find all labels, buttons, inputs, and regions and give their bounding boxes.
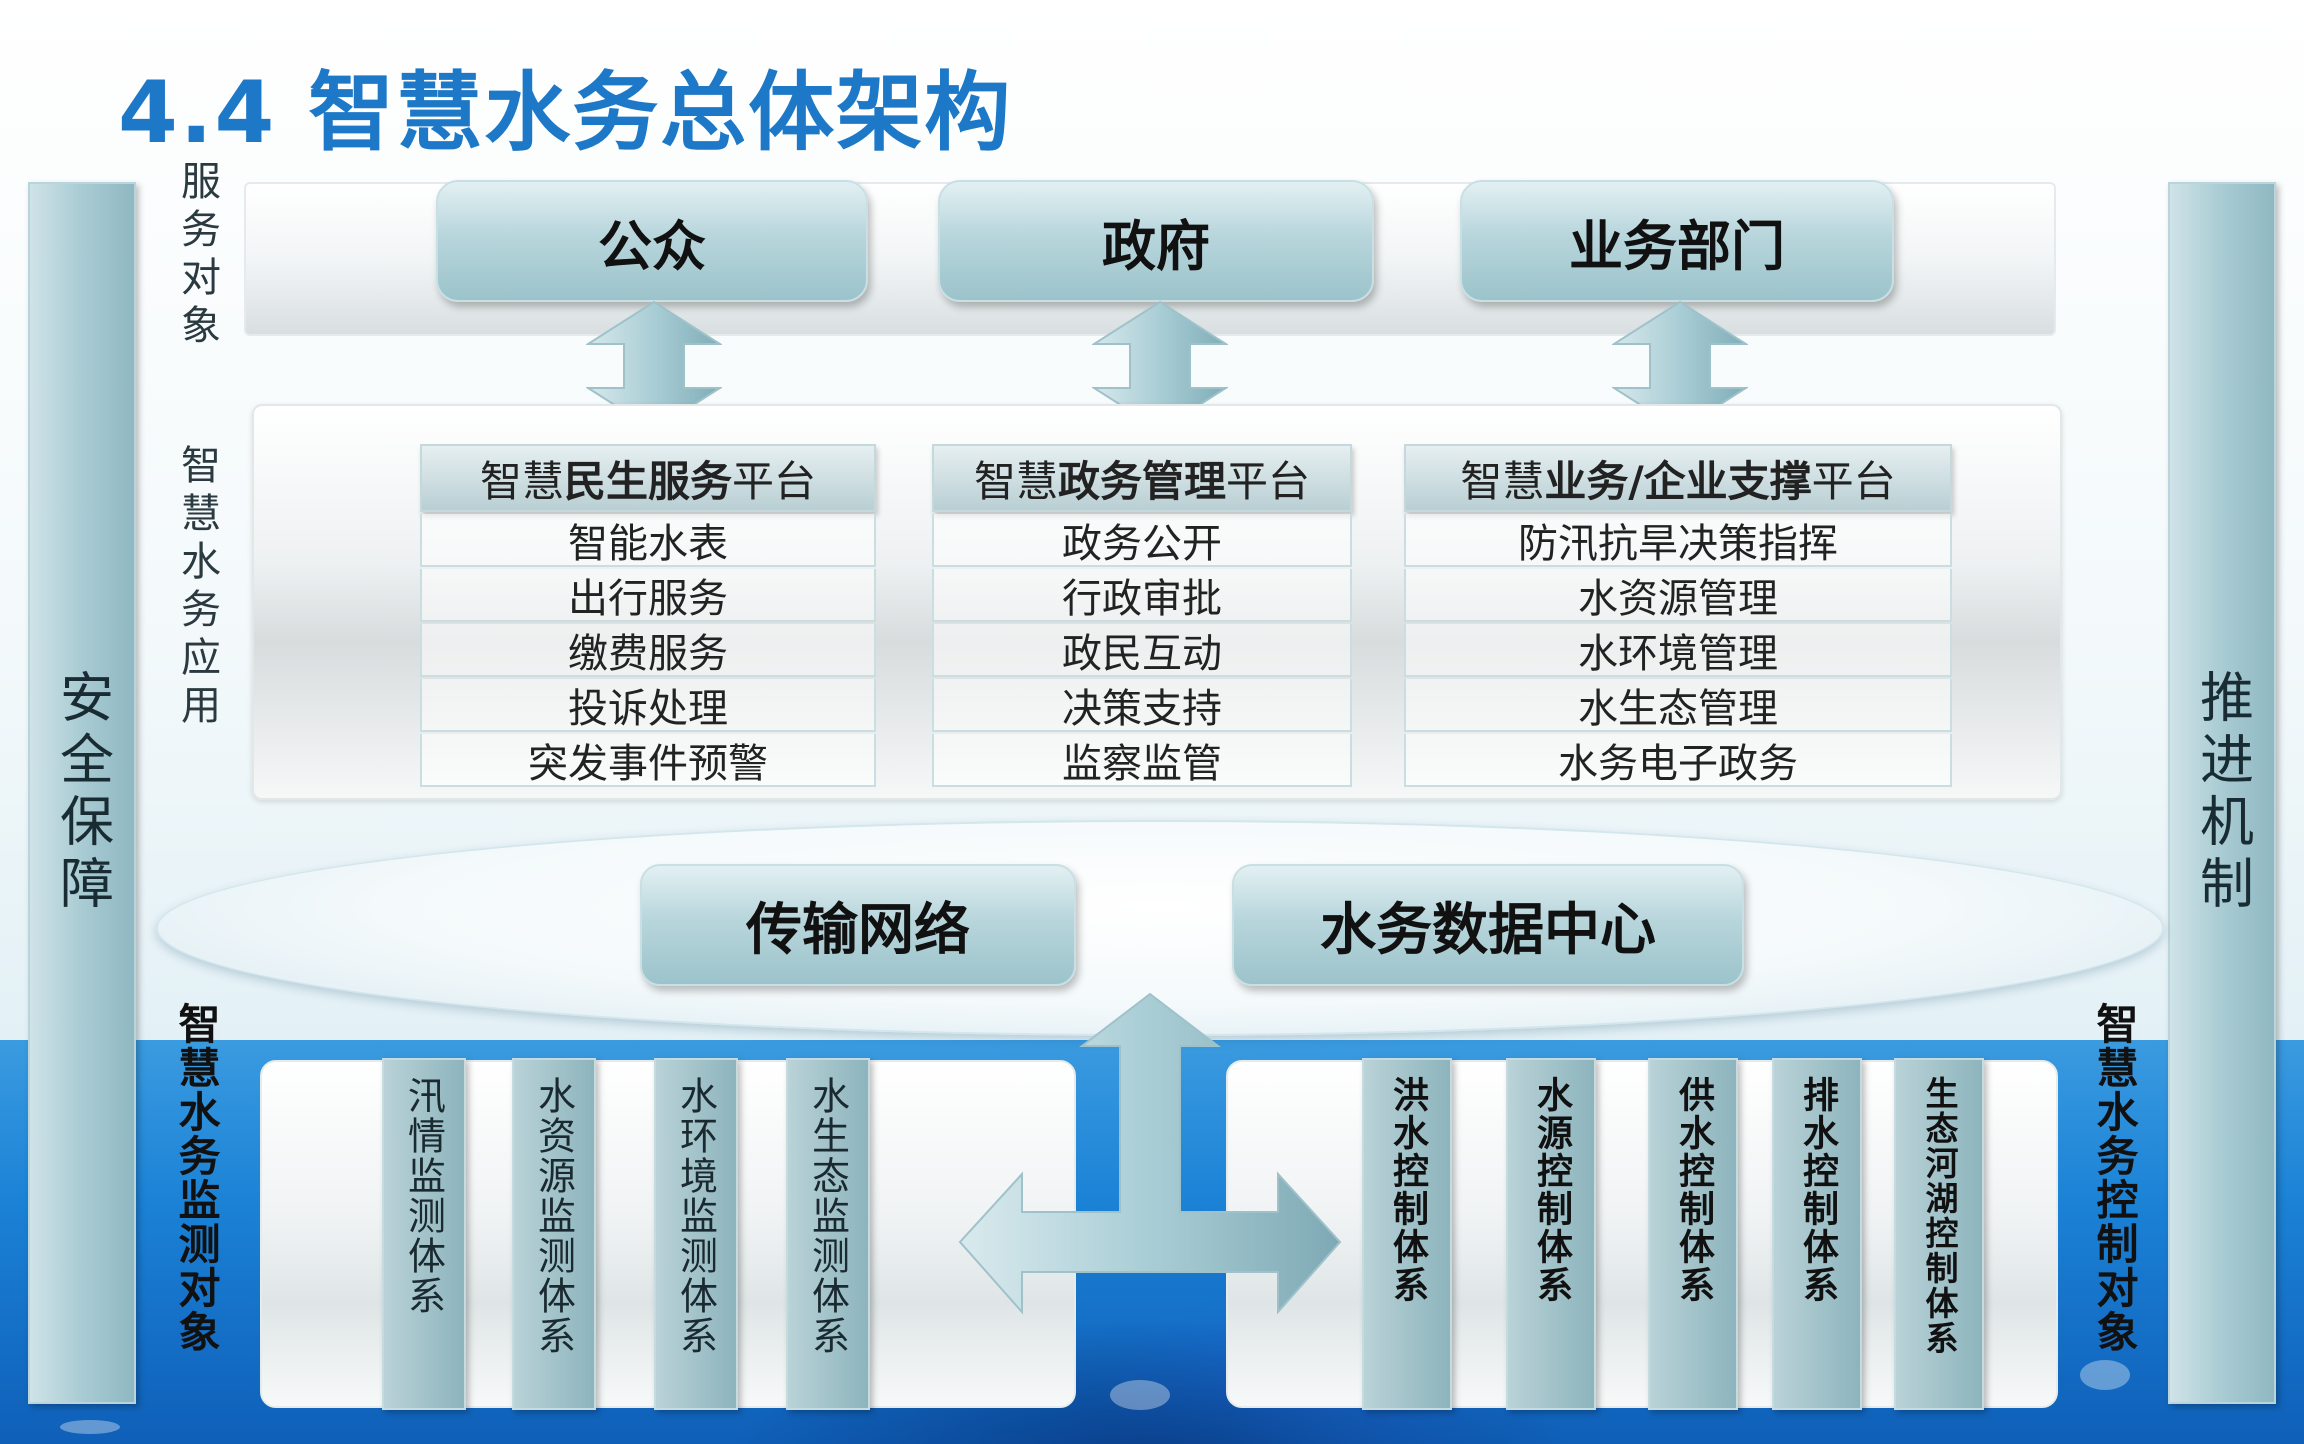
monitoring-system: 水资源监测体系 xyxy=(512,1058,596,1410)
platform-title: 智慧民生服务平台 xyxy=(420,444,876,512)
platform-title: 智慧业务/企业支撑平台 xyxy=(1404,444,1952,512)
control-system: 供水控制体系 xyxy=(1648,1058,1738,1410)
control-system: 生态河湖控制体系 xyxy=(1894,1058,1984,1410)
platform-business: 智慧业务/企业支撑平台 防汛抗旱决策指挥 水资源管理 水环境管理 水生态管理 水… xyxy=(1404,444,1952,787)
transmission-network: 传输网络 xyxy=(640,864,1076,986)
monitoring-objects-label: 智慧水务监测对象 xyxy=(172,1002,221,1354)
platform-item: 水环境管理 xyxy=(1404,624,1952,677)
platform-item: 政民互动 xyxy=(932,624,1352,677)
service-public: 公众 xyxy=(436,180,868,302)
platform-livelihood: 智慧民生服务平台 智能水表 出行服务 缴费服务 投诉处理 突发事件预警 xyxy=(420,444,876,787)
water-data-center: 水务数据中心 xyxy=(1232,864,1744,986)
monitoring-system: 水环境监测体系 xyxy=(654,1058,738,1410)
infrastructure-ellipse xyxy=(156,820,2164,1036)
platform-item: 水务电子政务 xyxy=(1404,734,1952,787)
service-business-departments: 业务部门 xyxy=(1460,180,1894,302)
platform-item: 缴费服务 xyxy=(420,624,876,677)
platform-title: 智慧政务管理平台 xyxy=(932,444,1352,512)
platform-item: 智能水表 xyxy=(420,514,876,567)
service-objects-label: 服务对象 xyxy=(174,160,220,352)
control-system: 排水控制体系 xyxy=(1772,1058,1862,1410)
platform-item: 政务公开 xyxy=(932,514,1352,567)
control-system: 洪水控制体系 xyxy=(1362,1058,1452,1410)
service-government: 政府 xyxy=(938,180,1374,302)
platform-item: 监察监管 xyxy=(932,734,1352,787)
platform-item: 水资源管理 xyxy=(1404,569,1952,622)
platform-item: 防汛抗旱决策指挥 xyxy=(1404,514,1952,567)
security-pillar: 安全保障 xyxy=(28,182,136,1404)
control-objects-label: 智慧水务控制对象 xyxy=(2090,1002,2139,1354)
security-pillar-label: 安全保障 xyxy=(50,669,114,917)
mechanism-pillar-label: 推进机制 xyxy=(2190,669,2254,917)
mechanism-pillar: 推进机制 xyxy=(2168,182,2276,1404)
page-title: 4.4 智慧水务总体架构 xyxy=(118,63,1013,163)
platform-item: 投诉处理 xyxy=(420,679,876,732)
platform-item: 决策支持 xyxy=(932,679,1352,732)
platform-item: 行政审批 xyxy=(932,569,1352,622)
platform-item: 出行服务 xyxy=(420,569,876,622)
platform-item: 突发事件预警 xyxy=(420,734,876,787)
platform-item: 水生态管理 xyxy=(1404,679,1952,732)
applications-label: 智慧水务应用 xyxy=(174,444,220,732)
control-system: 水源控制体系 xyxy=(1506,1058,1596,1410)
monitoring-system: 汛情监测体系 xyxy=(382,1058,466,1410)
platform-government: 智慧政务管理平台 政务公开 行政审批 政民互动 决策支持 监察监管 xyxy=(932,444,1352,787)
monitoring-system: 水生态监测体系 xyxy=(786,1058,870,1410)
three-way-arrow-icon xyxy=(958,992,1342,1315)
